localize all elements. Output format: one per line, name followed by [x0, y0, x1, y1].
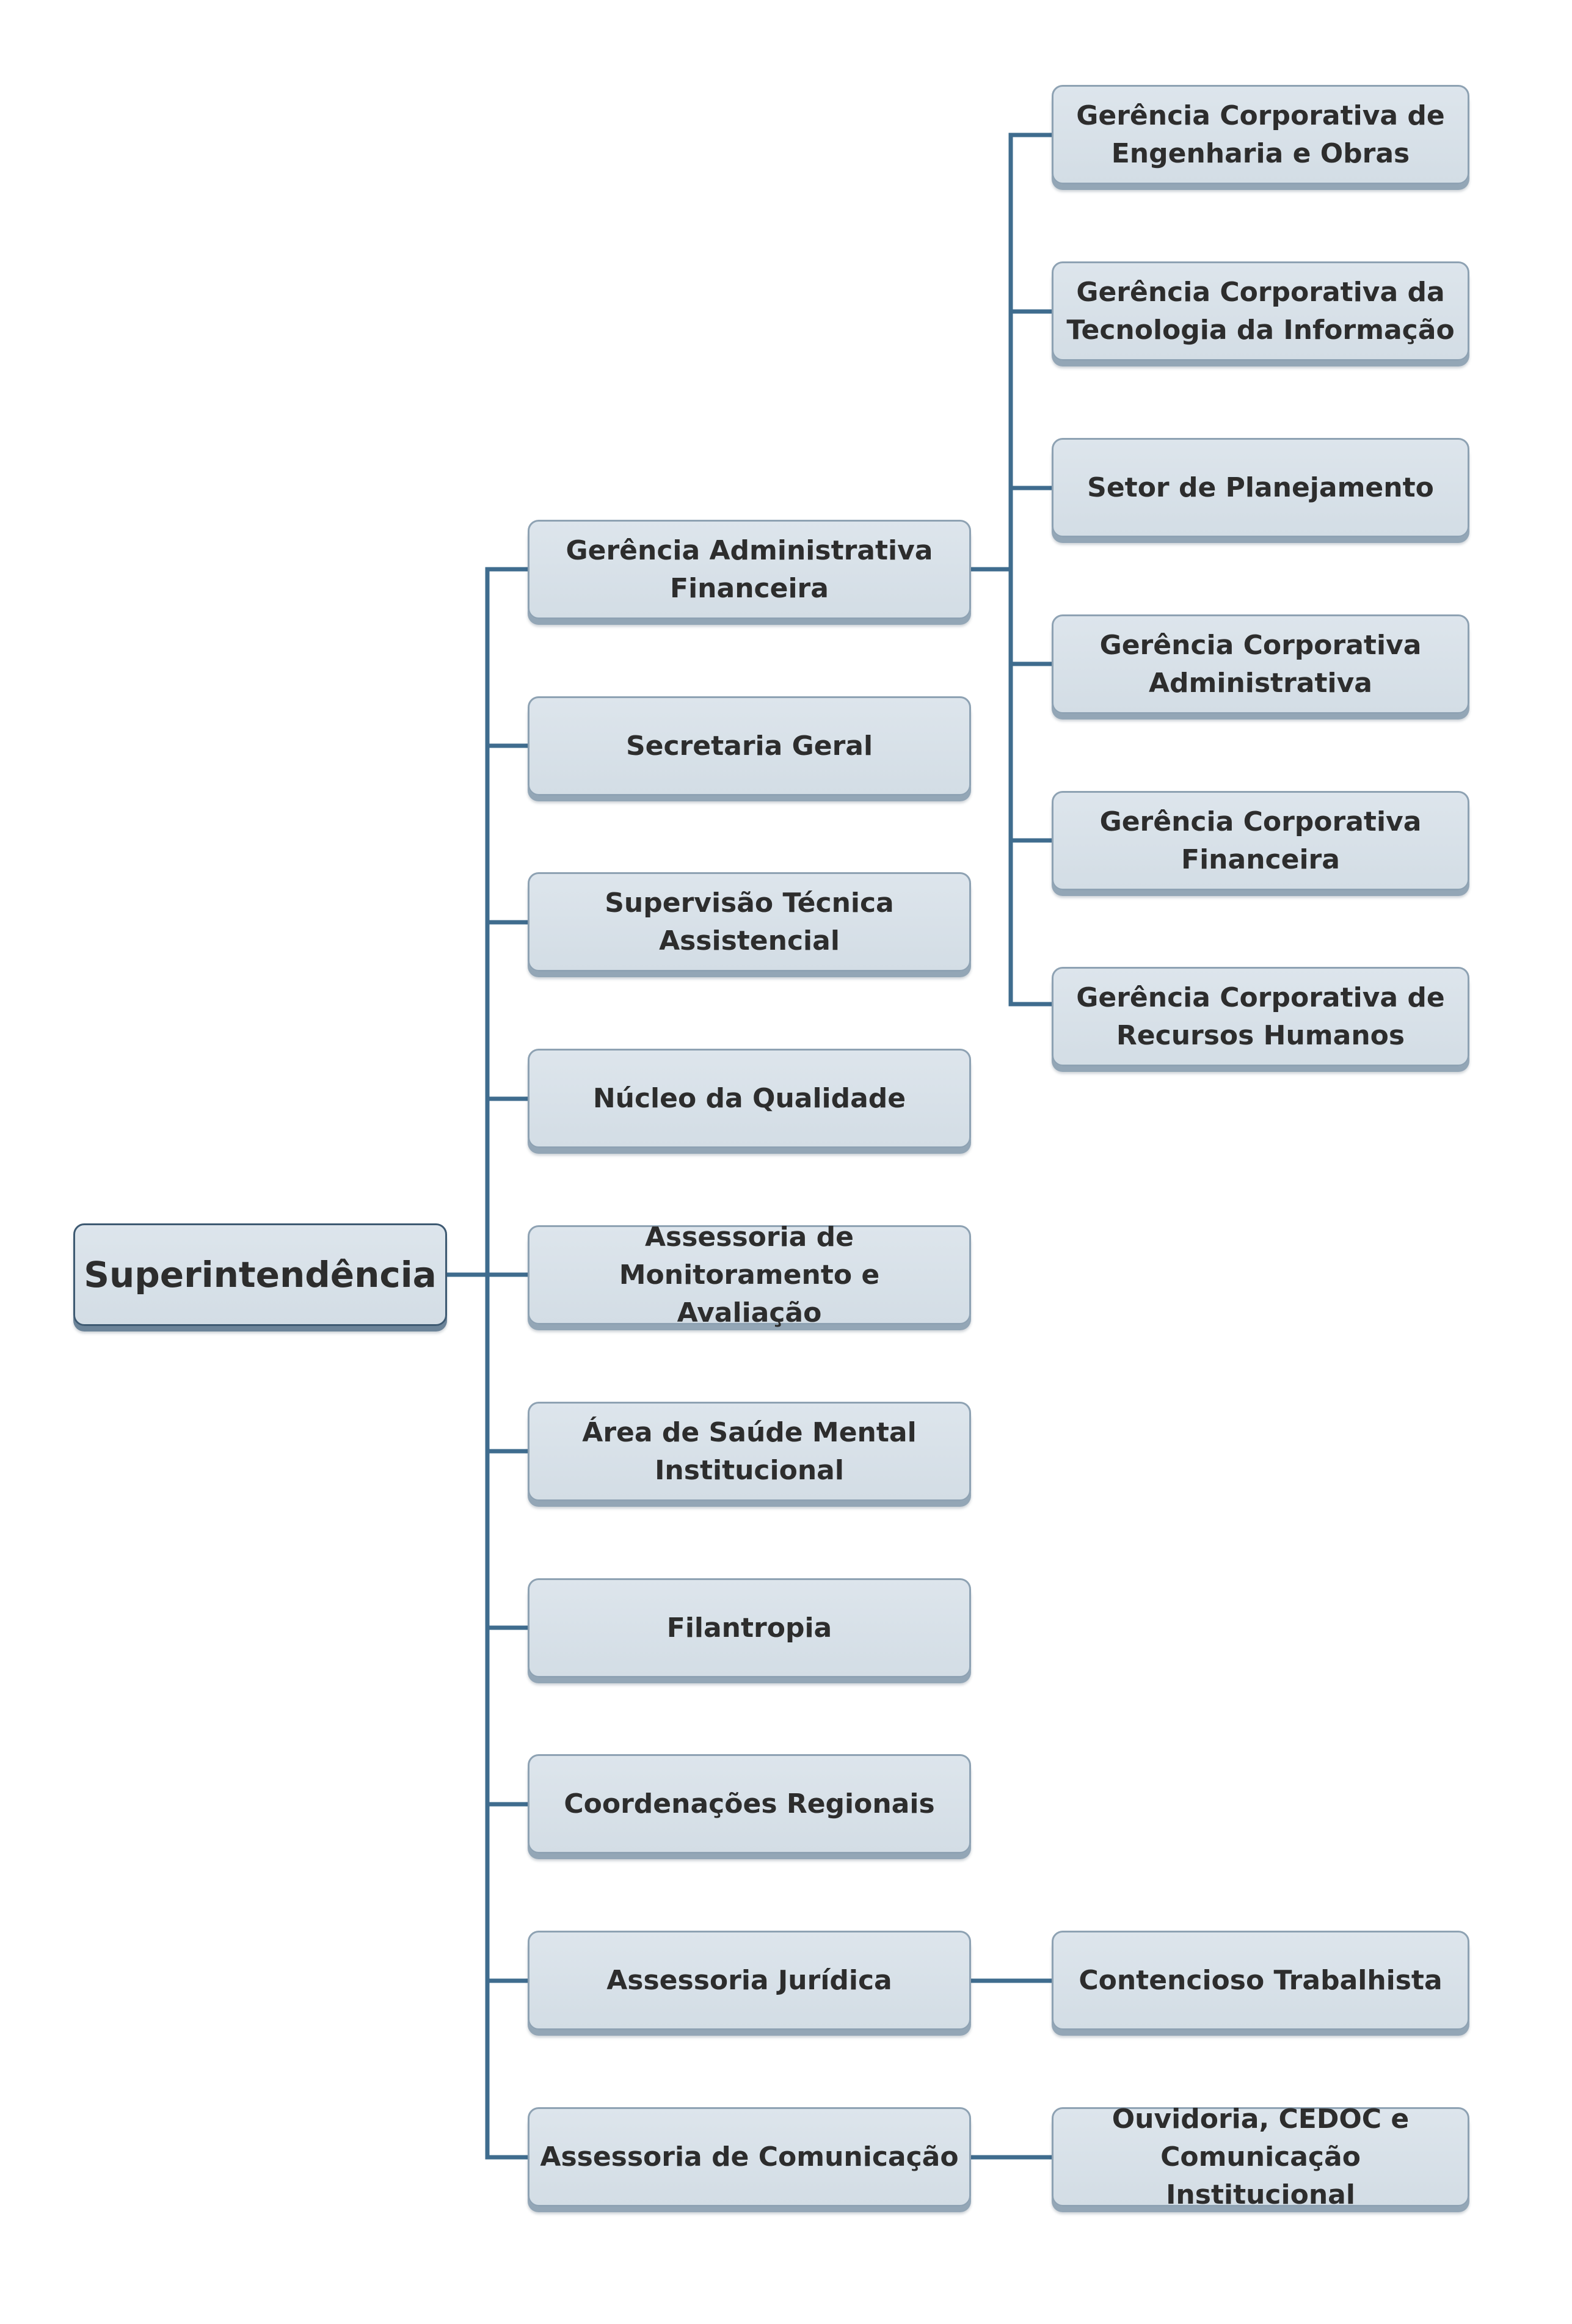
node-supervisao-tecnica-assistencial: Supervisão Técnica Assistencial: [528, 872, 971, 972]
node-gerencia-corporativa-engenharia-obras: Gerência Corporativa de Engenharia e Obr…: [1052, 85, 1469, 184]
node-gerencia-corporativa-financeira: Gerência Corporativa Financeira: [1052, 791, 1469, 891]
node-label: Assessoria de Comunicação: [540, 2141, 959, 2173]
node-label: Gerência Corporativa Administrativa: [1099, 629, 1422, 699]
node-label: Ouvidoria, CEDOC e Comunicação Instituci…: [1112, 2103, 1410, 2210]
node-ouvidoria-cedoc-comunicacao: Ouvidoria, CEDOC e Comunicação Instituci…: [1052, 2104, 1469, 2210]
node-assessoria-de-comunicacao: Assessoria de Comunicação: [528, 2107, 971, 2207]
node-assessoria-juridica: Assessoria Jurídica: [528, 1931, 971, 2030]
node-label: Assessoria de Monitoramento e Avaliação: [619, 1221, 880, 1328]
node-gerencia-corporativa-tecnologia-informacao: Gerência Corporativa da Tecnologia da In…: [1052, 261, 1469, 361]
node-assessoria-monitoramento-avaliacao: Assessoria de Monitoramento e Avaliação: [528, 1222, 971, 1328]
node-gerencia-administrativa-financeira: Gerência Administrativa Financeira: [528, 520, 971, 619]
node-label: Área de Saúde Mental Institucional: [582, 1416, 917, 1486]
node-label: Coordenações Regionais: [564, 1788, 935, 1819]
node-label: Setor de Planejamento: [1087, 472, 1434, 503]
node-label: Secretaria Geral: [625, 730, 873, 762]
node-coordenacoes-regionais: Coordenações Regionais: [528, 1754, 971, 1854]
node-superintendencia: Superintendência: [73, 1223, 447, 1326]
node-label: Núcleo da Qualidade: [592, 1082, 906, 1114]
node-label: Gerência Corporativa Financeira: [1099, 806, 1422, 875]
node-gerencia-corporativa-recursos-humanos: Gerência Corporativa de Recursos Humanos: [1052, 967, 1469, 1066]
node-label: Contencioso Trabalhista: [1079, 1964, 1443, 1996]
node-area-saude-mental-institucional: Área de Saúde Mental Institucional: [528, 1402, 971, 1501]
node-contencioso-trabalhista: Contencioso Trabalhista: [1052, 1931, 1469, 2030]
node-filantropia: Filantropia: [528, 1578, 971, 1678]
node-label: Filantropia: [666, 1612, 832, 1644]
node-label: Gerência Corporativa de Recursos Humanos: [1076, 982, 1445, 1051]
node-label: Gerência Administrativa Financeira: [566, 534, 933, 604]
node-label: Assessoria Jurídica: [606, 1964, 892, 1996]
node-setor-de-planejamento: Setor de Planejamento: [1052, 438, 1469, 537]
node-label: Supervisão Técnica Assistencial: [605, 887, 894, 956]
node-gerencia-corporativa-administrativa: Gerência Corporativa Administrativa: [1052, 614, 1469, 714]
node-label: Gerência Corporativa da Tecnologia da In…: [1066, 276, 1455, 346]
node-secretaria-geral: Secretaria Geral: [528, 696, 971, 796]
node-label: Superintendência: [84, 1254, 437, 1295]
node-nucleo-da-qualidade: Núcleo da Qualidade: [528, 1049, 971, 1148]
node-label: Gerência Corporativa de Engenharia e Obr…: [1076, 100, 1445, 169]
